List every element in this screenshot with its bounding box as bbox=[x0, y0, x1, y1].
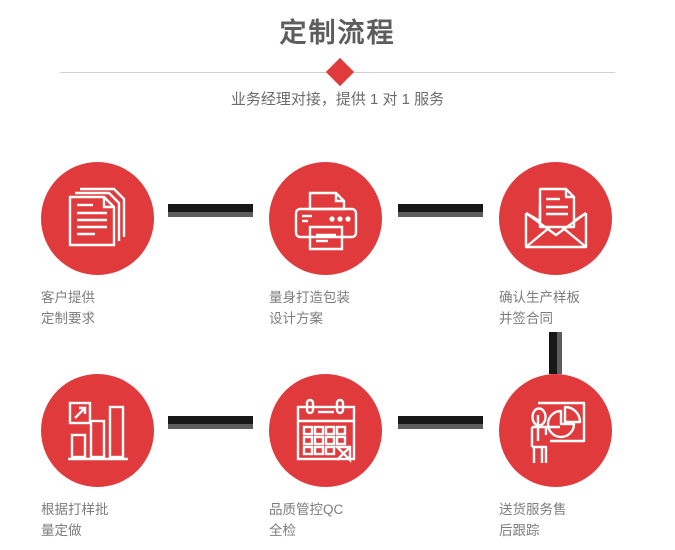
step-1-label: 客户提供 定制要求 bbox=[41, 287, 181, 329]
connector-step2-to-step3 bbox=[398, 204, 483, 217]
presentation-pie-chart-icon bbox=[530, 401, 585, 463]
step-6-label: 送货服务售 后跟踪 bbox=[499, 499, 639, 541]
documents-stack-icon bbox=[68, 187, 125, 246]
printer-icon bbox=[294, 191, 357, 250]
step-6-label-line1: 送货服务售 bbox=[499, 502, 567, 517]
envelope-document-icon bbox=[524, 187, 587, 248]
step-1-circle bbox=[41, 162, 154, 275]
connector-bar bbox=[398, 204, 483, 212]
connector-shadow bbox=[398, 424, 483, 429]
step-2-label: 量身打造包装 设计方案 bbox=[269, 287, 409, 329]
connector-step3-to-step6 bbox=[549, 332, 562, 374]
calendar-check-icon bbox=[296, 398, 355, 463]
connector-step5-to-step6 bbox=[398, 416, 483, 429]
step-5-label: 品质管控QC 全检 bbox=[269, 499, 409, 541]
step-5-circle bbox=[269, 374, 382, 487]
connector-bar bbox=[549, 332, 557, 374]
step-3-label: 确认生产样板 并签合同 bbox=[499, 287, 639, 329]
step-6-label-line2: 后跟踪 bbox=[499, 523, 540, 538]
step-2-circle bbox=[269, 162, 382, 275]
step-1-label-line2: 定制要求 bbox=[41, 311, 95, 326]
step-3-circle bbox=[499, 162, 612, 275]
step-4-label-line1: 根据打样批 bbox=[41, 502, 109, 517]
page-header: 定制流程 业务经理对接，提供 1 对 1 服务 bbox=[0, 0, 675, 120]
step-4-circle bbox=[41, 374, 154, 487]
connector-shadow bbox=[398, 212, 483, 217]
step-1-label-line1: 客户提供 bbox=[41, 290, 95, 305]
step-2-label-line1: 量身打造包装 bbox=[269, 290, 350, 305]
step-4-label: 根据打样批 量定做 bbox=[41, 499, 181, 541]
page-title: 定制流程 bbox=[279, 18, 396, 48]
connector-shadow bbox=[168, 212, 253, 217]
step-6-circle bbox=[499, 374, 612, 487]
connector-bar bbox=[168, 416, 253, 424]
page-subtitle: 业务经理对接，提供 1 对 1 服务 bbox=[230, 91, 445, 108]
step-5-label-line2: 全检 bbox=[269, 523, 296, 538]
bar-chart-growth-icon bbox=[67, 401, 128, 460]
connector-step4-to-step5 bbox=[168, 416, 253, 429]
connector-bar bbox=[168, 204, 253, 212]
connector-shadow bbox=[168, 424, 253, 429]
step-3-label-line1: 确认生产样板 bbox=[499, 290, 580, 305]
step-2-label-line2: 设计方案 bbox=[269, 311, 323, 326]
step-3-label-line2: 并签合同 bbox=[499, 311, 553, 326]
step-5-label-line1: 品质管控QC bbox=[269, 502, 344, 517]
connector-step1-to-step2 bbox=[168, 204, 253, 217]
connector-shadow bbox=[557, 332, 562, 374]
step-4-label-line2: 量定做 bbox=[41, 523, 82, 538]
connector-bar bbox=[398, 416, 483, 424]
